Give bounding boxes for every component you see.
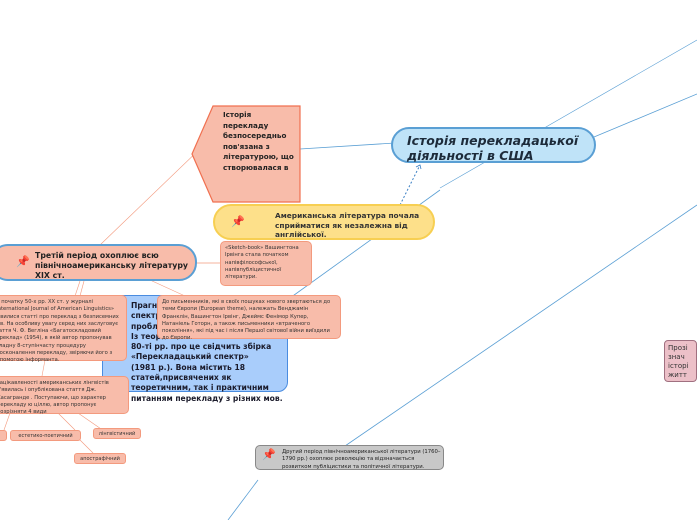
central-title-line1: Історія перекладацької [407,133,579,148]
blue-line: питанням перекладу з різних мов. [131,393,283,403]
sketchbook-note-text: «Sketch-book» Вашингтона Ірвінга стала п… [225,245,299,281]
note-50s-text: на початку 50-х рр. XX ст. у журналі «In… [0,299,119,364]
writers-note-text: До письменників, які в своїх пошуках нов… [162,299,331,342]
type-node[interactable]: естетико-поетичний [10,430,81,441]
note-casagrande[interactable]: зацікавленості американських лінгвістів … [0,376,129,416]
type-node[interactable]: й [0,430,7,441]
prose-line: Прозі [668,344,688,352]
prose-line: житт [668,371,688,379]
note-casagrande-text: зацікавленості американських лінгвістів … [0,380,109,416]
type-node[interactable]: лінгвістичний [93,428,141,439]
blue-line: Із теор [131,331,162,341]
blue-line: статей,присвячених як [131,373,232,383]
third-period-text: Третій період охоплює всю північноамерик… [35,251,188,280]
prose-note[interactable]: Прозі знач історі житт [664,340,697,382]
pushpin-icon: 📌 [16,255,30,268]
blue-line: «Перекладацький спектр» [131,352,249,362]
type-node[interactable]: апострафічний [74,453,126,464]
second-period-text: Другий період північноамериканської літе… [282,449,441,470]
sketchbook-note[interactable]: «Sketch-book» Вашингтона Ірвінга стала п… [220,241,312,286]
blue-line: спектр [131,311,161,321]
history-translation-node[interactable]: Історія перекладу безпосередньо пов'язан… [191,105,301,203]
prose-line: історі [668,362,689,370]
blue-line: 80-ті рр. про це свідчить збірка [131,342,272,352]
pushpin-icon: 📌 [262,448,276,461]
blue-line: (1981 р.). Вона містить 18 [131,362,246,372]
prose-line: знач [668,353,685,361]
central-title-line2: діяльності в США [407,148,534,163]
blue-line: пробле [131,321,163,331]
american-literature-node[interactable]: 📌 Американська література почала сприйма… [213,204,435,240]
third-period-node[interactable]: 📌 Третій період охоплює всю північноамер… [0,244,197,281]
central-topic[interactable]: Історія перекладацької діяльності в США [391,127,596,163]
pushpin-icon: 📌 [231,215,245,228]
blue-line: теоретичним, так і практичним [131,383,269,393]
second-period-node[interactable]: 📌 Другий період північноамериканської лі… [255,445,444,470]
history-translation-text: Історія перекладу безпосередньо пов'язан… [223,110,294,172]
note-50s[interactable]: на початку 50-х рр. XX ст. у журналі «In… [0,295,127,364]
american-literature-text: Американська література почала сприймати… [275,211,420,239]
blue-line: Прагн [131,301,158,310]
writers-note[interactable]: До письменників, які в своїх пошуках нов… [157,295,341,342]
